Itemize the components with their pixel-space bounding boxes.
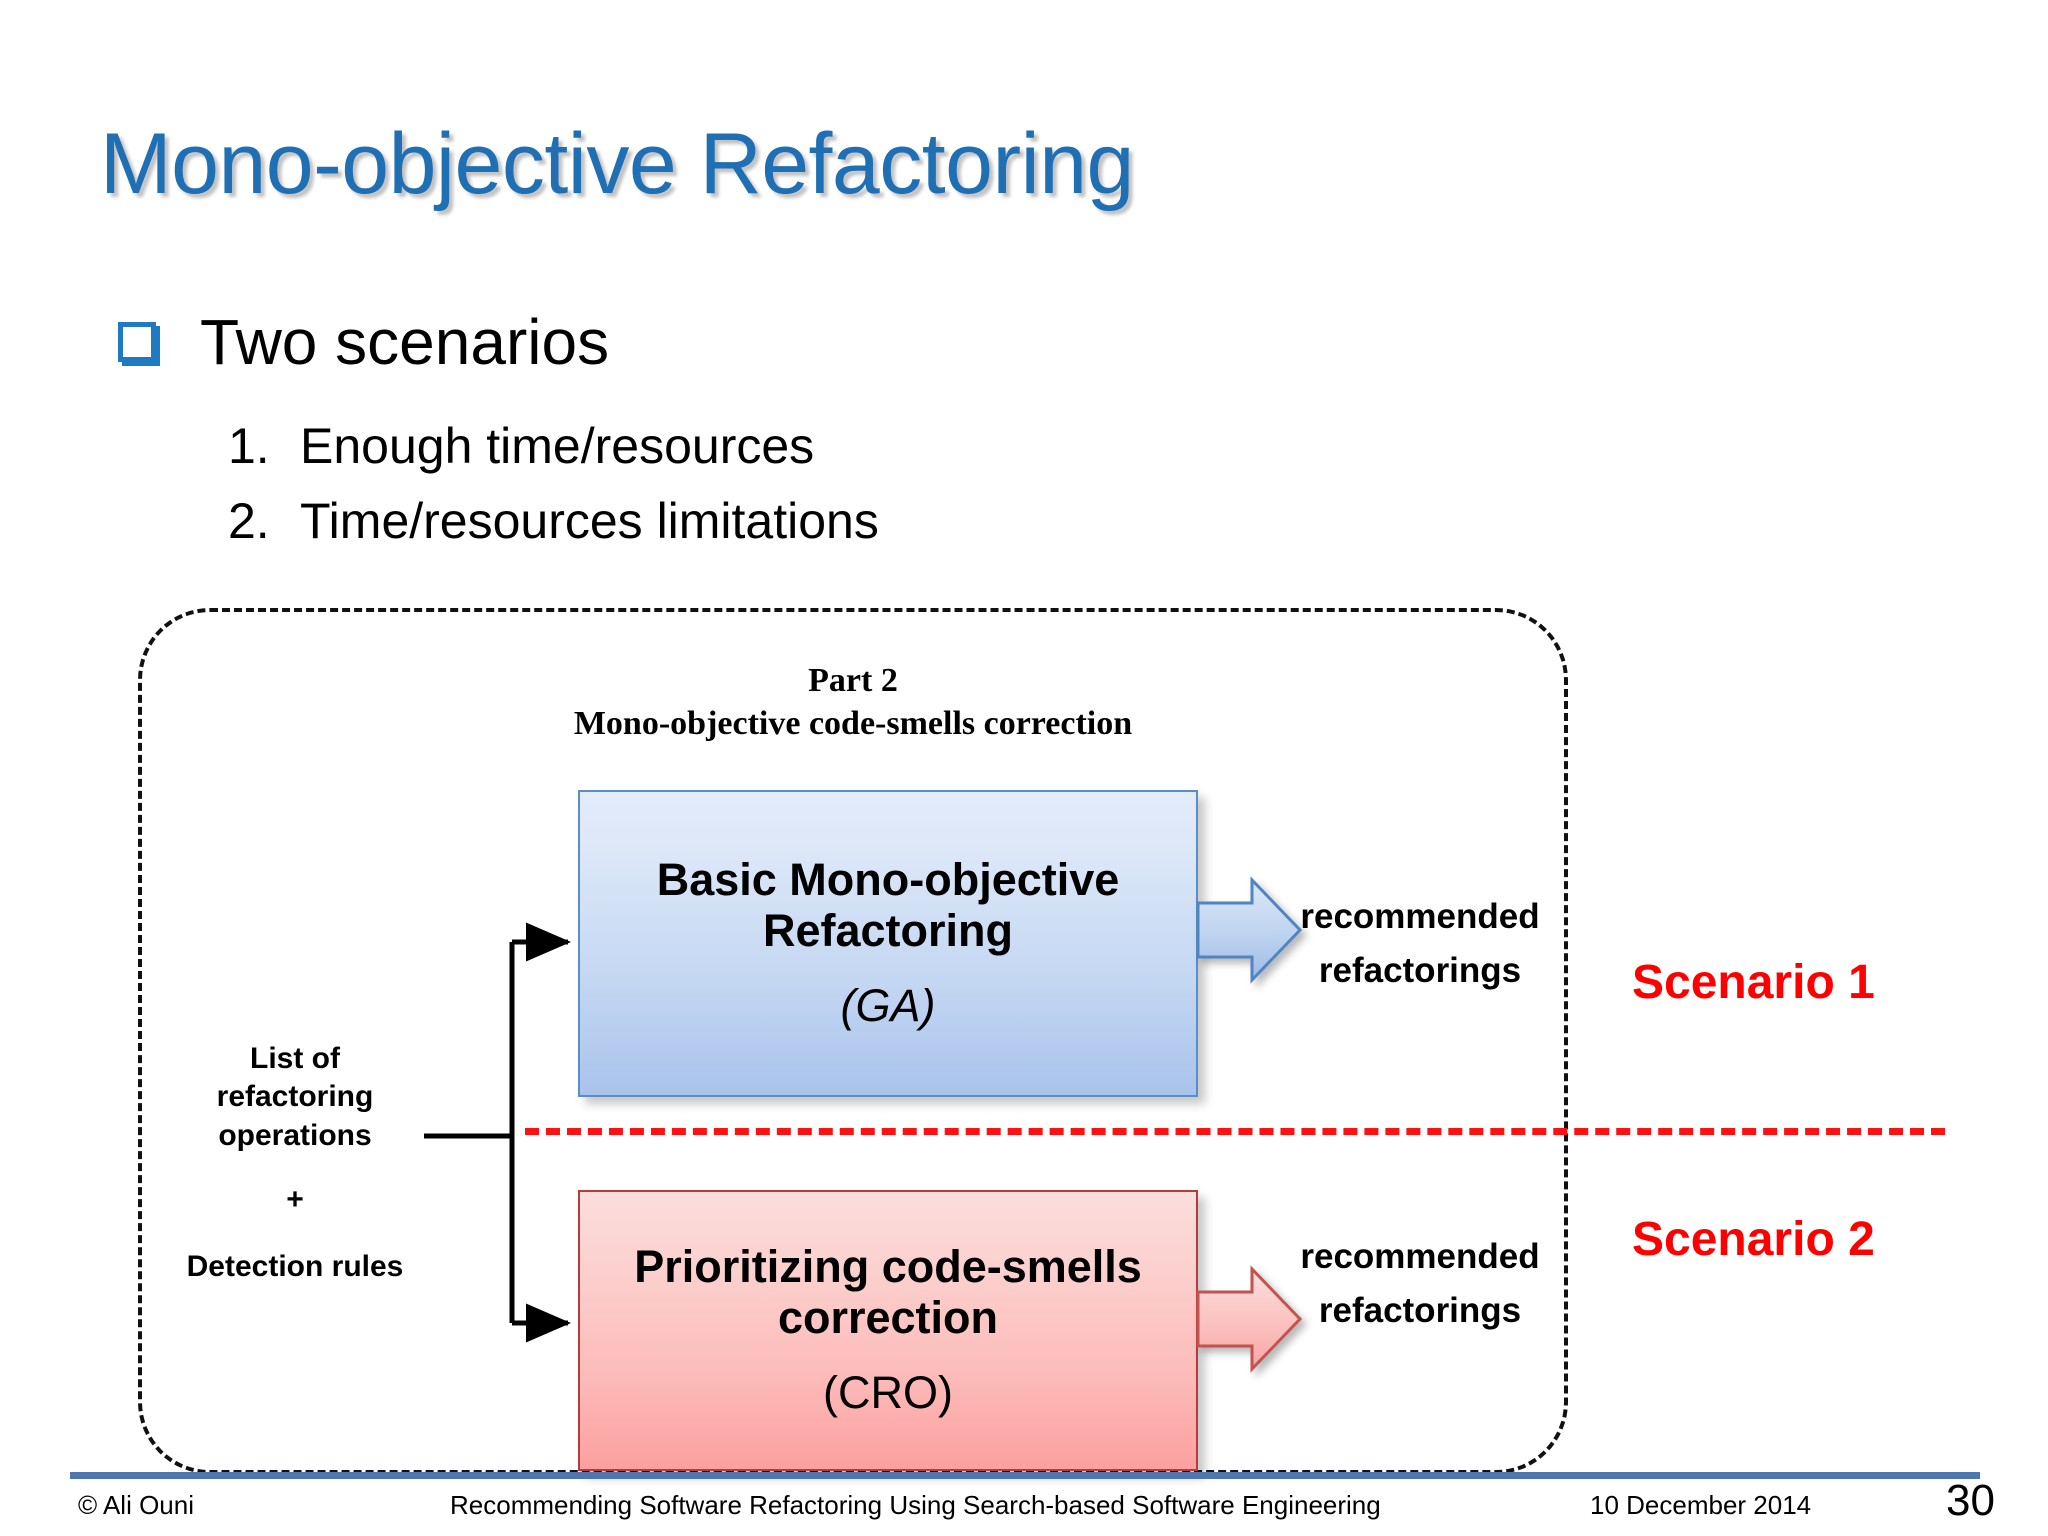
list-item-label: Enough time/resources [300,418,815,474]
list-item: 2. Time/resources limitations [228,492,879,550]
output-label-scenario-1: recommended refactorings [1280,890,1560,999]
output-label-scenario-2: recommended refactorings [1280,1230,1560,1339]
process-box-basic-mono-objective-refactoring[interactable]: Basic Mono-objective Refactoring (GA) [578,790,1198,1097]
box-title-line-2: correction [777,1291,999,1343]
bullet-item-two-scenarios: Two scenarios [118,310,609,374]
output-line-2: refactorings [1318,1291,1522,1331]
box-title-line-1: Basic Mono-objective [656,854,1120,906]
diagram-header: Part 2 Mono-objective code-smells correc… [138,660,1568,745]
process-box-prioritizing-code-smells-correction[interactable]: Prioritizing code-smells correction (CRO… [578,1190,1198,1471]
footer-presentation-title: Recommending Software Refactoring Using … [450,1490,1381,1520]
footer-page-number: 30 [1946,1476,1995,1525]
footer-date: 10 December 2014 [1590,1490,1812,1520]
output-line-1: recommended [1300,897,1540,936]
list-item-index: 1. [228,418,270,474]
box-subtitle-cro: (CRO) [823,1366,953,1418]
input-line-3: operations [218,1118,372,1152]
box-title-line-1: Prioritizing code-smells [634,1241,1142,1293]
box-subtitle-ga: (GA) [840,979,936,1031]
footer-divider-rule [70,1472,1980,1479]
input-detection-rules: Detection rules [186,1249,404,1283]
list-item: 1. Enough time/resources [228,417,814,475]
scenario-2-label: Scenario 2 [1632,1213,1875,1266]
input-plus-sign: + [286,1183,304,1217]
bullet-label: Two scenarios [200,306,610,378]
box-title-line-2: Refactoring [762,904,1014,956]
red-dashed-scenario-divider [525,1128,1945,1135]
output-line-2: refactorings [1318,951,1522,991]
page-title: Mono-objective Refactoring [100,116,1134,212]
scenario-1-label: Scenario 1 [1632,956,1875,1009]
input-block-label: List of refactoring operations + Detecti… [160,1040,430,1286]
footer-copyright: © Ali Ouni [78,1490,194,1520]
output-line-1: recommended [1300,1237,1540,1276]
part-subtitle: Mono-objective code-smells correction [573,704,1133,742]
list-item-label: Time/resources limitations [300,493,879,549]
list-item-index: 2. [228,493,270,549]
part-label: Part 2 [808,662,898,699]
input-line-2: refactoring [216,1080,374,1114]
hollow-square-bullet-icon [118,322,156,362]
input-line-1: List of [250,1042,340,1075]
